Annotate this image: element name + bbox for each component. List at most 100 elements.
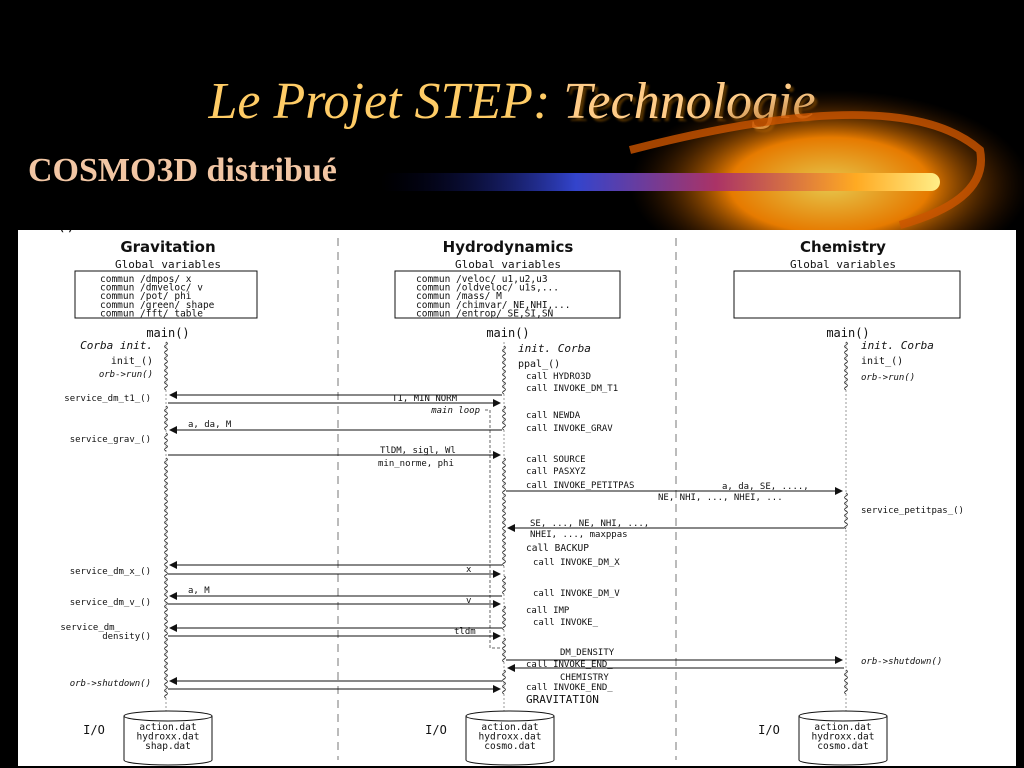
hydro-global-line: commun /oldveloc/ u1s,... [416,283,559,294]
file-store-cylinder [123,716,213,766]
gravitation-service-label: service_dm_v_() [70,598,151,608]
gravitation-global-line: commun /pot/ phi [100,291,192,302]
decorative-swoosh [380,90,1024,240]
hydro-globals-box [394,270,621,319]
wait-marker [164,341,168,391]
hydro-step: call INVOKE_ [533,618,599,628]
io-label: I/O [425,723,447,737]
hydro-step: GRAVITATION [526,693,599,706]
msg-from-chem: SE, ..., NE, NHI, ..., [530,519,649,529]
wait-marker [502,575,506,595]
hydro-step: call INVOKE_GRAV [526,424,613,434]
grav-step-orb-run: orb->run() [99,370,153,380]
wait-marker [502,637,506,663]
chemistry-main: main() [826,326,869,340]
file-store-top [798,710,888,722]
file-name: cosmo.dat [817,741,868,752]
gravitation-global-line: commun /green/ shape [100,300,215,311]
gravitation-service-label: service_dm_t1_() [64,394,151,404]
hydro-main: main() [486,326,529,340]
gravitation-service-label: service_dm_x_() [70,567,151,577]
gravitation-global-line: commun /dmpos/ x [100,274,192,285]
wait-marker [844,341,848,391]
file-store-cylinder [798,716,888,766]
msg-from-chem2: NHEI, ..., maxppas [530,530,628,540]
gravitation-service-label: service_grav_() [70,435,151,445]
chemistry-globals-label: Global variables [790,258,896,271]
slide-title-part1: Le Projet STEP: [208,73,564,130]
hydro-step: DM_DENSITY [560,648,615,658]
chem-orb-shutdown: orb->shutdown() [861,657,942,667]
hydro-globals-label: Global variables [455,258,561,271]
grav-step-init: init_() [111,356,153,367]
chem-step-init: init_() [861,356,903,367]
chemistry-header: Chemistry [800,238,886,256]
hydro-step: call INVOKE_END_ [526,660,613,670]
hydro-step: call HYDRO3D [526,372,591,382]
architecture-diagram: Gravitation Hydrodynamics Chemistry Glob… [18,230,1016,766]
hydro-step: call INVOKE_END_ [526,683,613,693]
gravitation-global-line: commun /dmveloc/ v [100,283,203,294]
gravitation-service-label: service_dm_ [60,623,120,633]
wait-marker [502,605,506,631]
file-name: shap.dat [145,741,191,752]
file-name: action.dat [814,722,871,733]
wait-marker [844,669,848,695]
wait-marker [502,529,506,567]
io-label: I/O [83,723,105,737]
file-name: hydroxx.dat [137,732,200,743]
hydro-step: ppal_() [518,359,560,370]
hydro-step: call PASXYZ [526,467,586,477]
wait-marker [502,345,506,395]
wait-marker [164,457,168,699]
chemistry-globals-box [733,270,961,319]
hydro-step: call INVOKE_PETITPAS [526,481,634,491]
file-name: hydroxx.dat [479,732,542,743]
hydro-step: CHEMISTRY [560,673,609,683]
msg-x: x [466,565,472,575]
msg-t1-norm: T1, MIN_NORM [392,394,458,404]
diagram-canvas: Gravitation Hydrodynamics Chemistry Glob… [18,230,964,766]
gravitation-service-label: density() [102,632,151,642]
chem-step-orb-run: orb->run() [861,373,915,383]
chem-step-init-corba: init. Corba [861,339,934,352]
io-label: I/O [758,723,780,737]
gravitation-service-label: orb->shutdown() [70,679,151,689]
msg-tldm-sig: TlDM, sigl, Wl [380,446,456,456]
wait-marker [164,405,168,431]
wait-marker [502,669,506,695]
wait-marker [164,432,168,452]
msg-to-chem2: NE, NHI, ..., NHEI, ... [658,493,783,503]
msg-v: v [466,596,471,606]
msg-tldm: tldm [454,627,476,637]
grav-step-corba-init: Corba init. [80,339,153,352]
hydro-step: call SOURCE [526,455,586,465]
hydro-step: call INVOKE_DM_X [533,558,620,568]
wait-marker [844,492,848,530]
msg-to-chem: a, da, SE, ...., [722,482,809,492]
file-store-top [465,710,555,722]
gravitation-globals-box [74,270,258,319]
msg-a-m: a, M [188,586,210,596]
hydro-step: call INVOKE_DM_V [533,589,620,599]
file-store-top [123,710,213,722]
gravitation-main: main() [146,326,189,340]
wait-marker [502,405,506,431]
hydro-step: exit() [18,230,76,234]
msg-min-norme: min_norme, phi [378,459,454,469]
msg-a-da-m: a, da, M [188,420,232,430]
file-name: cosmo.dat [484,741,535,752]
file-name: action.dat [139,722,196,733]
hydro-step: call BACKUP [526,543,589,554]
hydro-step-init-corba: init. Corba [518,342,591,355]
hydro-step: call NEWDA [526,411,581,421]
hydro-global-line: commun /mass/ M [416,291,502,302]
slide-subtitle: COSMO3D distribué [28,152,337,189]
file-store-cylinder [465,716,555,766]
hydro-global-line: commun /entrop/ SE,SI,SN [416,308,554,319]
hydro-global-line: commun /chimvar/ NE,NHI,... [416,300,570,311]
main-loop-bracket [485,409,503,649]
hydro-step: call INVOKE_DM_T1 [526,384,618,394]
wait-marker [502,457,506,531]
gravitation-global-line: commun /fft/ table [100,308,203,319]
